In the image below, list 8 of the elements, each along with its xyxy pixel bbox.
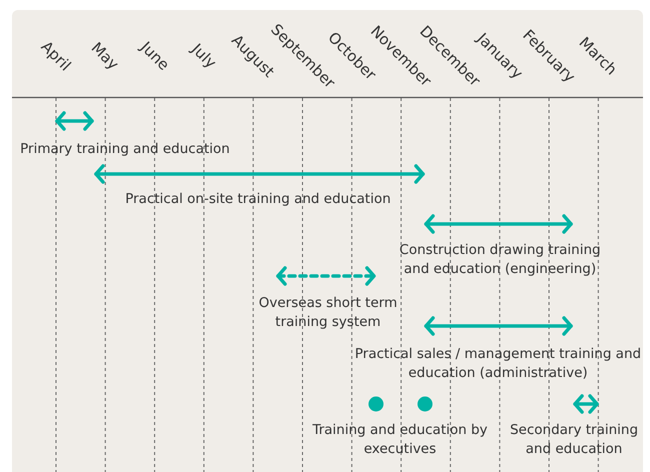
- program-label: Training and education by executives: [310, 421, 490, 459]
- program-label: Secondary training and education: [504, 421, 644, 459]
- month-label: July: [188, 40, 220, 72]
- program-label: Overseas short term training system: [243, 294, 413, 332]
- program-label: Construction drawing training and education (engineering): [385, 241, 615, 279]
- program-label: Practical on-site training and education: [108, 190, 408, 209]
- program-label: Primary training and education: [5, 140, 245, 159]
- program-label: Practical sales / management training and education (administrative): [353, 345, 643, 383]
